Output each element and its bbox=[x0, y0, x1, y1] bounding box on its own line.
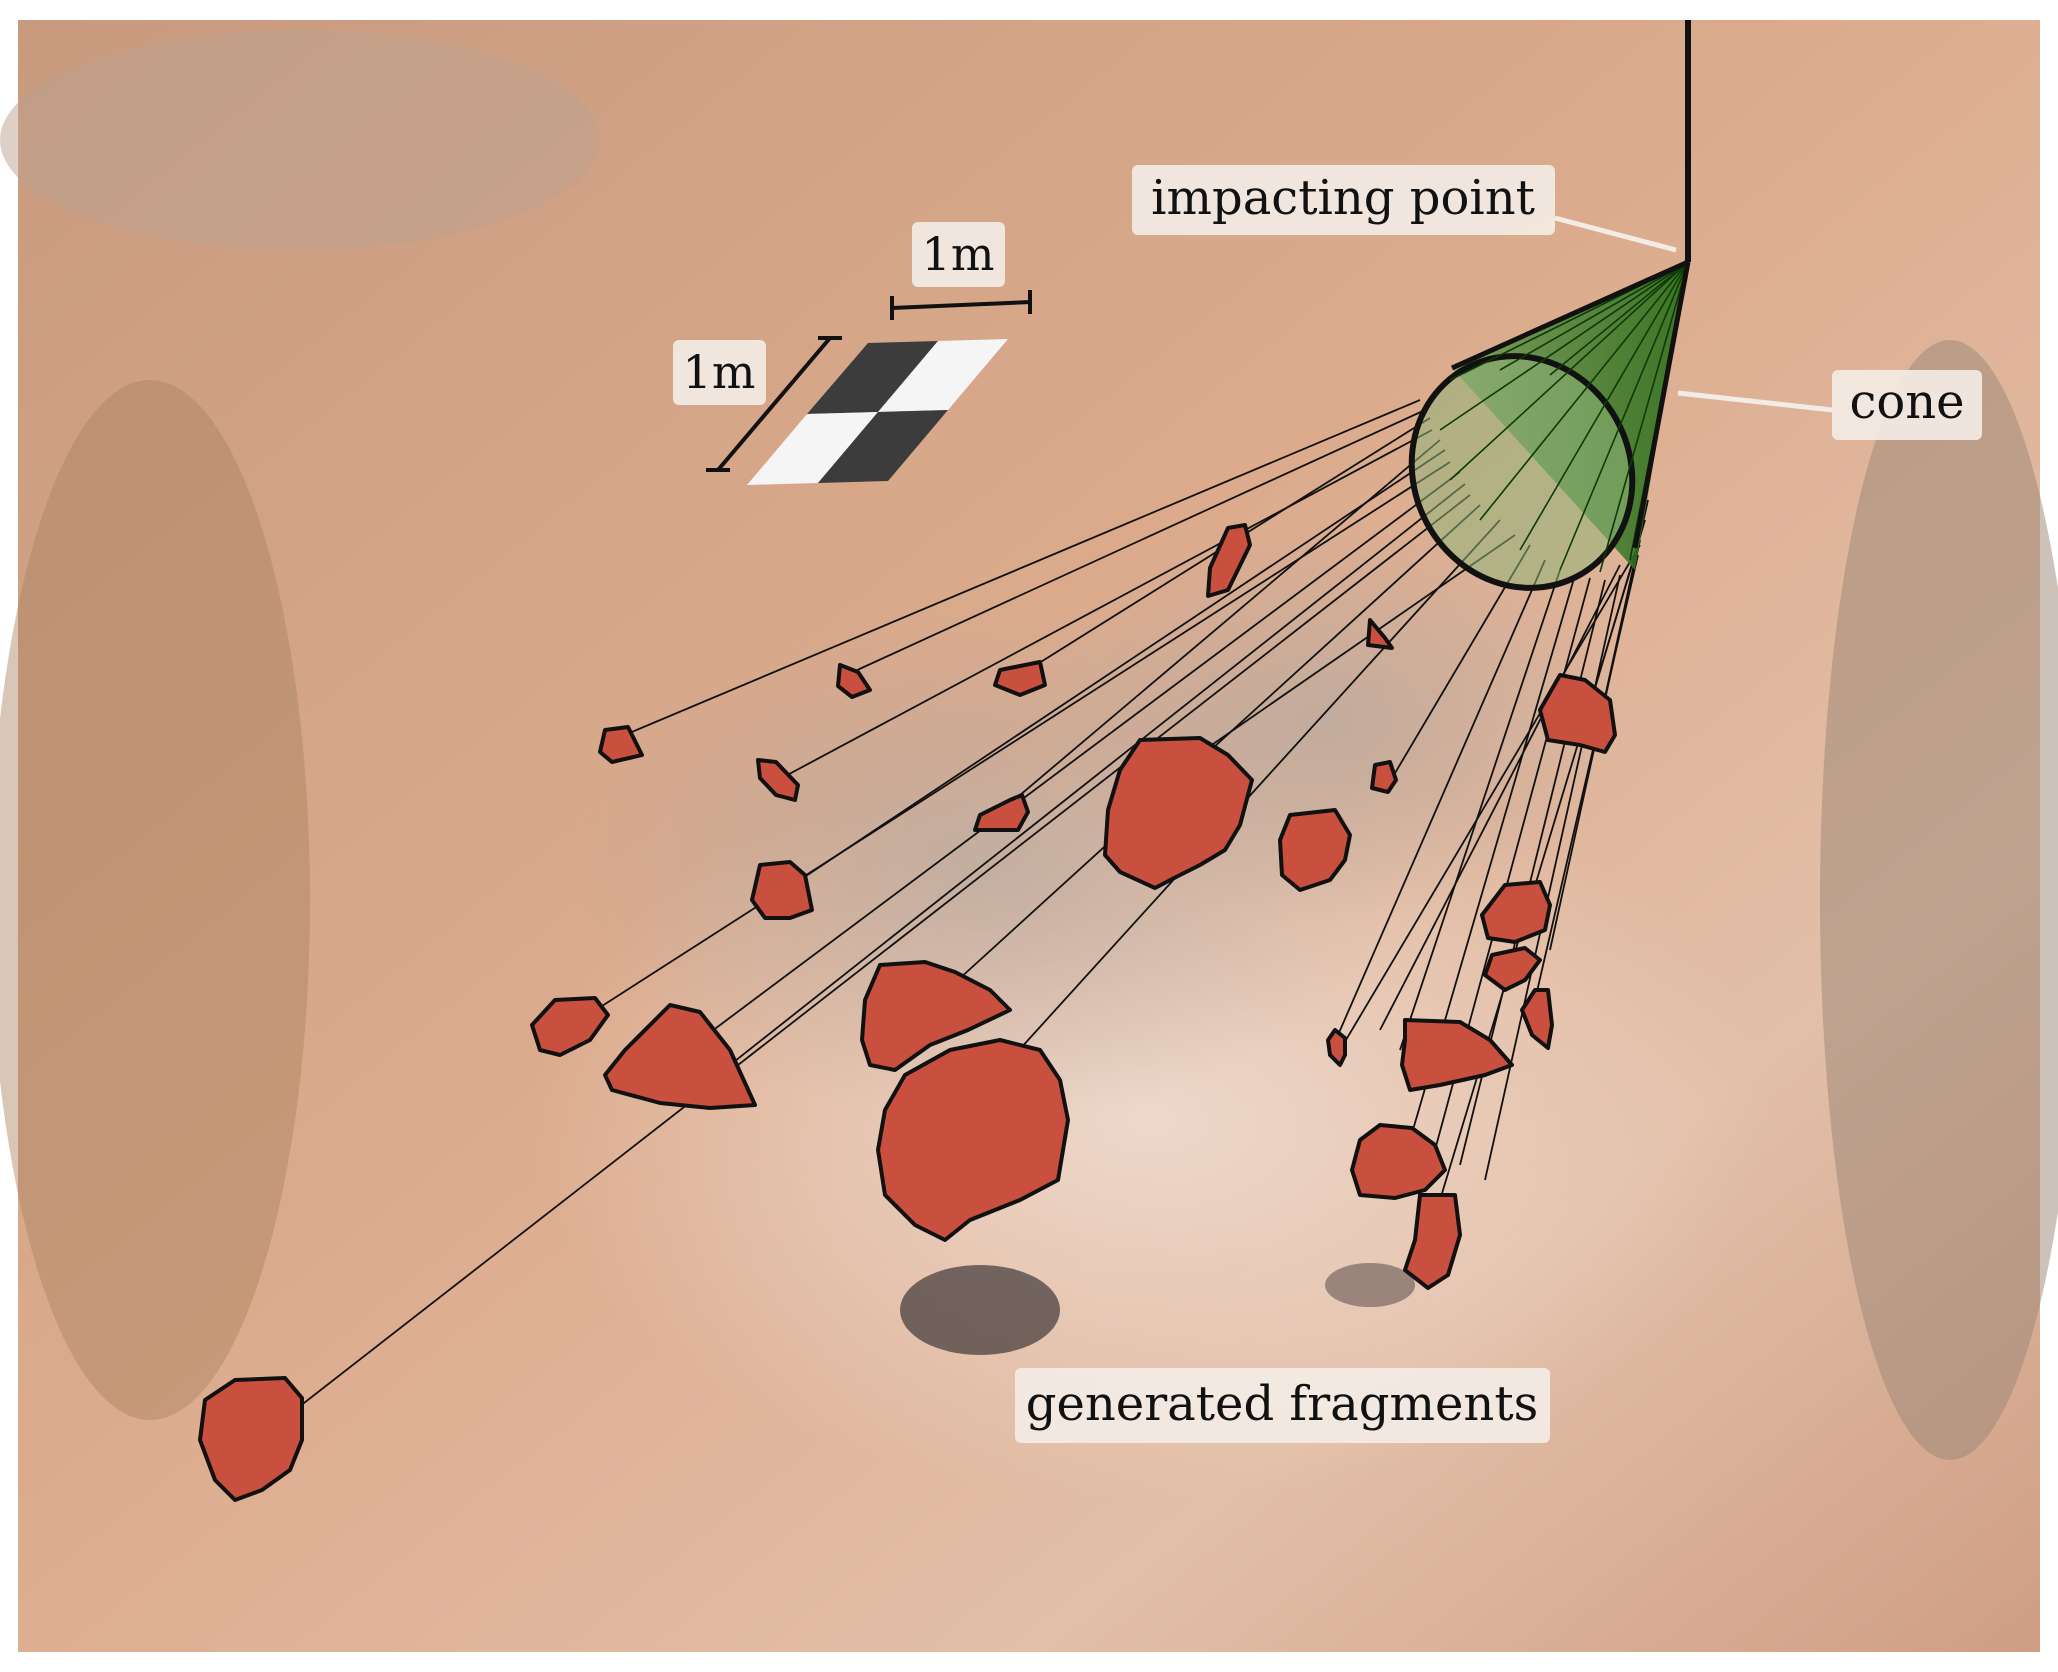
fragment bbox=[198, 1376, 304, 1502]
generated-fragments-label-box bbox=[1015, 1368, 1550, 1443]
fragment-ray bbox=[1337, 559, 1546, 1036]
fragment bbox=[1403, 1193, 1462, 1290]
fragment-ray bbox=[1379, 564, 1621, 1031]
fragment-ray bbox=[777, 429, 1433, 781]
fragment-ray bbox=[587, 461, 1451, 1016]
fragment bbox=[876, 1038, 1070, 1242]
generated-fragments-label: generated fragments bbox=[1026, 1376, 1539, 1432]
fragment-ray bbox=[1484, 574, 1621, 1181]
fragment bbox=[1350, 1123, 1447, 1200]
fragment bbox=[530, 996, 610, 1057]
checkerboard-target-icon bbox=[747, 339, 1008, 485]
scale-vertical-label: 1m bbox=[683, 345, 756, 399]
fragment bbox=[1520, 988, 1554, 1050]
fragment-ray bbox=[607, 399, 1421, 743]
fragment-ray bbox=[784, 449, 1446, 891]
fragment bbox=[1483, 946, 1542, 992]
fragment-ray bbox=[294, 494, 1471, 1411]
scale-horizontal-label-box bbox=[912, 222, 1005, 287]
fragment bbox=[860, 960, 1012, 1072]
impacting-point-label: impacting point bbox=[1151, 170, 1535, 226]
fragment bbox=[603, 1003, 757, 1110]
fragment bbox=[1480, 880, 1552, 944]
fragment bbox=[836, 663, 872, 699]
impacting-point-label-box bbox=[1132, 165, 1555, 235]
fragment-ray bbox=[1189, 534, 1516, 761]
scale-vertical-label-box bbox=[673, 340, 766, 405]
cone-shape bbox=[1408, 259, 1691, 591]
fragment-ray bbox=[841, 409, 1426, 678]
fragment bbox=[1366, 618, 1394, 650]
scale-horizontal-label: 1m bbox=[922, 227, 995, 281]
fragment-ray bbox=[729, 483, 1466, 1066]
fragment bbox=[1278, 808, 1352, 892]
fragment bbox=[993, 660, 1047, 697]
scale-bar-vertical bbox=[706, 336, 842, 472]
cone-label-box bbox=[1832, 370, 1982, 440]
cone-label: cone bbox=[1849, 374, 1964, 430]
impacting-point-leader bbox=[1554, 215, 1677, 253]
fragment bbox=[1538, 673, 1617, 754]
fragment-ray bbox=[699, 471, 1461, 1041]
fragment-ray bbox=[1399, 569, 1561, 1051]
scale-bar-horizontal bbox=[890, 290, 1032, 320]
fragment bbox=[1400, 1018, 1514, 1092]
fragment-shadow bbox=[1325, 1263, 1415, 1307]
fragment bbox=[1370, 760, 1398, 794]
fragment bbox=[1206, 523, 1252, 598]
fragment-ray bbox=[1339, 544, 1641, 1051]
fragment bbox=[973, 793, 1030, 832]
fragment bbox=[750, 860, 814, 920]
fragment bbox=[598, 725, 644, 764]
fragment-shadow bbox=[900, 1265, 1060, 1355]
fragment-ray bbox=[1009, 519, 1501, 1061]
fragment bbox=[756, 758, 800, 802]
fragment bbox=[1103, 736, 1254, 890]
fragment bbox=[1326, 1028, 1347, 1067]
cone-leader bbox=[1677, 390, 1833, 413]
